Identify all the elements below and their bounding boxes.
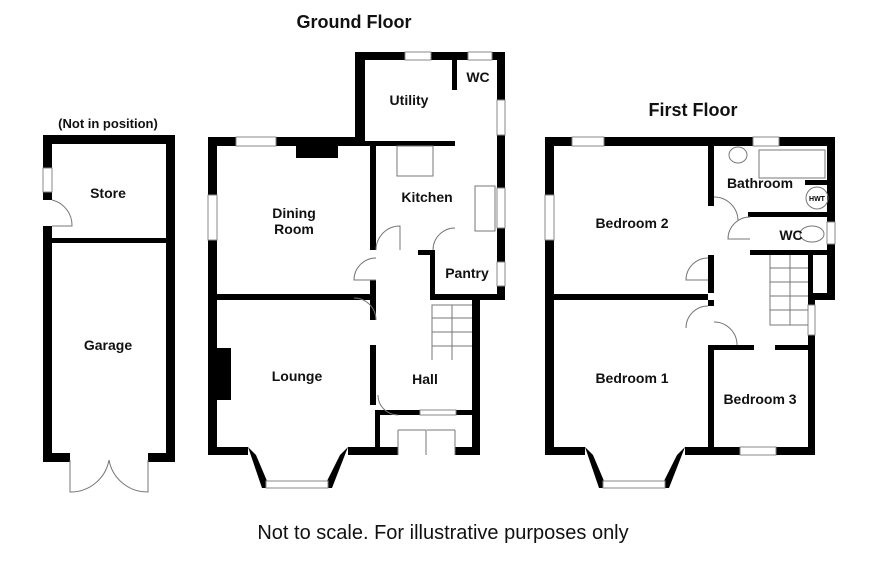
room-wc-ground: WC bbox=[466, 69, 489, 85]
hwt-label: HWT bbox=[809, 196, 826, 203]
footer-disclaimer: Not to scale. For illustrative purposes … bbox=[257, 522, 628, 544]
room-store: Store bbox=[90, 185, 126, 201]
room-utility: Utility bbox=[390, 92, 429, 108]
room-bedroom-3: Bedroom 3 bbox=[723, 391, 796, 407]
room-dining-line2: Room bbox=[274, 221, 314, 237]
garage-block bbox=[42, 135, 175, 493]
room-hall: Hall bbox=[412, 371, 438, 387]
room-garage: Garage bbox=[84, 337, 132, 353]
room-pantry: Pantry bbox=[445, 265, 489, 281]
first-floor-walls: HWT bbox=[544, 136, 836, 489]
room-kitchen: Kitchen bbox=[401, 189, 452, 205]
first-floor-title: First Floor bbox=[649, 100, 738, 120]
ground-floor-title: Ground Floor bbox=[297, 12, 412, 32]
room-lounge: Lounge bbox=[272, 368, 323, 384]
ground-floor-walls bbox=[207, 51, 506, 489]
room-bathroom: Bathroom bbox=[727, 175, 793, 191]
room-dining-line1: Dining bbox=[272, 205, 316, 221]
room-bedroom-2: Bedroom 2 bbox=[595, 215, 668, 231]
outbuilding-note: (Not in position) bbox=[58, 116, 158, 131]
room-wc-first: WC bbox=[779, 227, 802, 243]
room-bedroom-1: Bedroom 1 bbox=[595, 370, 668, 386]
